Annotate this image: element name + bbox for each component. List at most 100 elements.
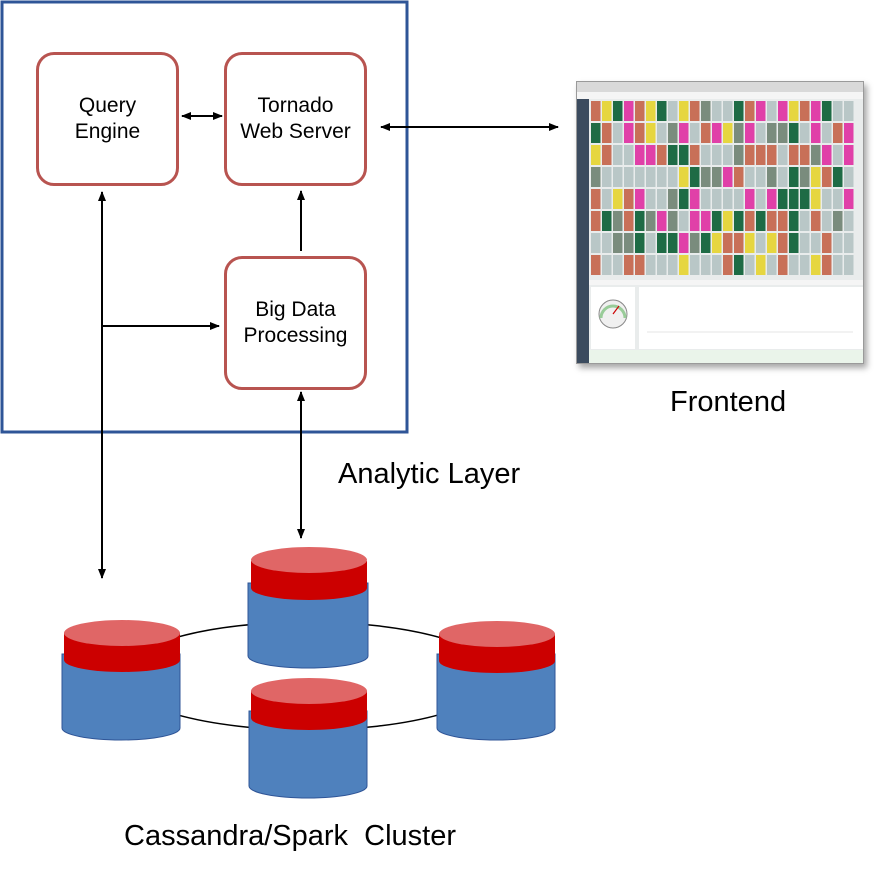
dashboard-tile (613, 211, 623, 231)
dashboard-tile (679, 255, 689, 275)
dashboard-tile (800, 167, 810, 187)
dashboard-tile (756, 189, 766, 209)
dashboard-tile (778, 233, 788, 253)
tornado-web-server-label: Tornado Web Server (240, 94, 351, 143)
dashboard-tile (591, 189, 601, 209)
dashboard-tile (646, 189, 656, 209)
query-engine-node: Query Engine (36, 52, 179, 186)
dashboard-tile (822, 211, 832, 231)
dashboard-tile (679, 167, 689, 187)
dashboard-tile (833, 233, 843, 253)
dashboard-tile (756, 101, 766, 121)
dashboard-tile (624, 123, 634, 143)
dashboard-tile (624, 211, 634, 231)
dashboard-tile (745, 189, 755, 209)
dashboard-tile (833, 189, 843, 209)
dashboard-tile (767, 167, 777, 187)
dashboard-tile (701, 233, 711, 253)
dashboard-tile (756, 123, 766, 143)
dashboard-tile (778, 123, 788, 143)
dashboard-tile (800, 123, 810, 143)
dashboard-tile (591, 211, 601, 231)
dashboard-tile (723, 255, 733, 275)
dashboard-tile (646, 255, 656, 275)
dashboard-tile (822, 189, 832, 209)
dashboard-tile (701, 123, 711, 143)
dashboard-tile (789, 189, 799, 209)
dashboard-tile (635, 167, 645, 187)
dashboard-tile (822, 123, 832, 143)
dashboard-tile (701, 101, 711, 121)
dashboard-tile (811, 255, 821, 275)
dashboard-tile (822, 233, 832, 253)
dashboard-tile (811, 211, 821, 231)
dashboard-tile (723, 101, 733, 121)
dashboard-tile (767, 123, 777, 143)
dashboard-tile (624, 145, 634, 165)
dashboard-tile (712, 211, 722, 231)
dashboard-tile (712, 255, 722, 275)
dashboard-tile (591, 101, 601, 121)
query-engine-label: Query Engine (74, 94, 141, 143)
frontend-screenshot (576, 81, 864, 364)
frontend-caption: Frontend (670, 386, 787, 418)
dashboard-tile (668, 145, 678, 165)
dashboard-tile (624, 167, 634, 187)
dashboard-tile (745, 123, 755, 143)
tornado-web-server-node: Tornado Web Server (224, 52, 367, 186)
dashboard-tile (646, 101, 656, 121)
dashboard-tile (657, 145, 667, 165)
dashboard-tile (690, 211, 700, 231)
dashboard-tile (745, 233, 755, 253)
dashboard-tile (602, 233, 612, 253)
dashboard-tile (822, 255, 832, 275)
dashboard-tile (745, 167, 755, 187)
dashboard-tile (657, 167, 667, 187)
dashboard-tile (767, 211, 777, 231)
dashboard-tile (844, 101, 854, 121)
dashboard-tile (789, 255, 799, 275)
dashboard-tile (734, 255, 744, 275)
dashboard-tile (613, 189, 623, 209)
dashboard-tile (591, 233, 601, 253)
dashboard-tile (712, 189, 722, 209)
dashboard-tile (613, 145, 623, 165)
dashboard-tile (767, 189, 777, 209)
dashboard-tile (690, 145, 700, 165)
dashboard-tile (811, 189, 821, 209)
dashboard-tile (613, 255, 623, 275)
dashboard-tile (800, 145, 810, 165)
dashboard-tile (668, 233, 678, 253)
dashboard-tile (844, 211, 854, 231)
dashboard-tile (613, 167, 623, 187)
dashboard-tile (712, 101, 722, 121)
dashboard-tile (811, 167, 821, 187)
dashboard-tile (646, 145, 656, 165)
dashboard-tile (778, 145, 788, 165)
database-icon-left (61, 620, 181, 741)
dashboard-tile (679, 211, 689, 231)
dashboard-tile (635, 123, 645, 143)
dashboard-tile (756, 211, 766, 231)
dashboard-tile (833, 211, 843, 231)
dashboard-tile (646, 233, 656, 253)
dashboard-tile (690, 233, 700, 253)
dashboard-tile (789, 167, 799, 187)
dashboard-tile (745, 255, 755, 275)
dashboard-tile (822, 101, 832, 121)
dashboard-tile (778, 189, 788, 209)
dashboard-tile (811, 123, 821, 143)
dashboard-tile (789, 233, 799, 253)
dashboard-tile (679, 101, 689, 121)
dashboard-tile (602, 123, 612, 143)
dashboard-tile (668, 167, 678, 187)
dashboard-tile (646, 123, 656, 143)
dashboard-tile (657, 123, 667, 143)
dashboard-tile (690, 189, 700, 209)
big-data-processing-node: Big Data Processing (224, 256, 367, 390)
dashboard-tile (690, 101, 700, 121)
dashboard-tile (635, 145, 645, 165)
dashboard-tile (723, 189, 733, 209)
dashboard-tile (624, 189, 634, 209)
dashboard-tile (701, 167, 711, 187)
